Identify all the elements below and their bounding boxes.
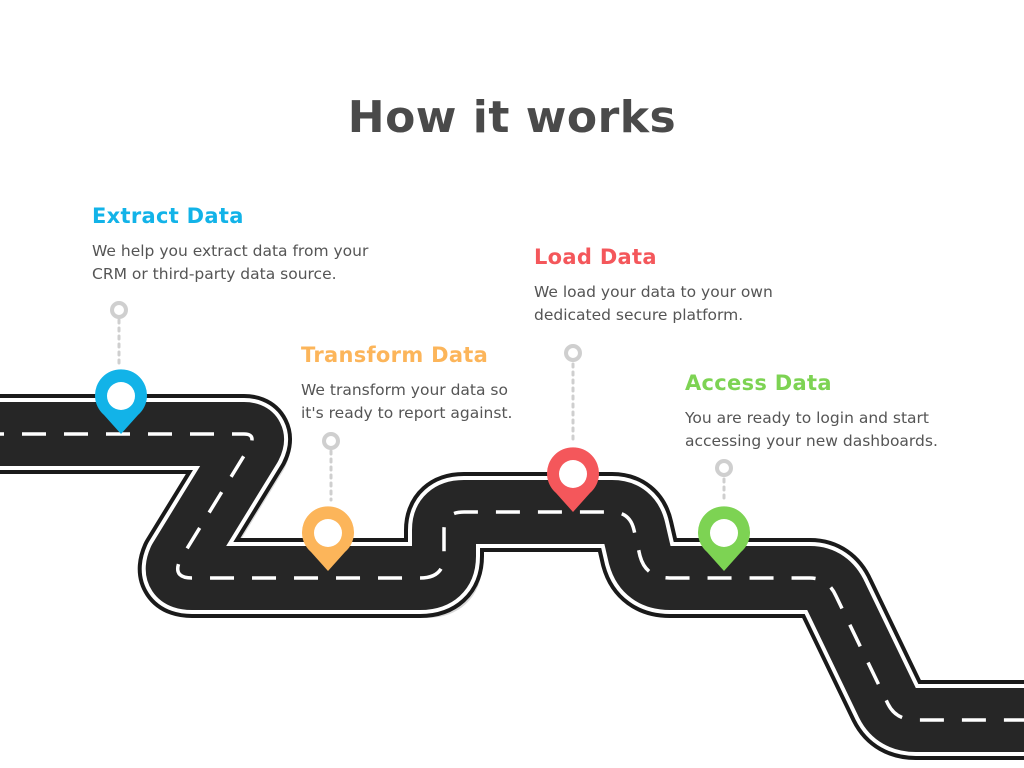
- step-connector-1: [110, 301, 128, 370]
- step-load-data: Load Data We load your data to your own …: [534, 245, 834, 327]
- page-title: How it works: [347, 92, 677, 143]
- step-access-data: Access Data You are ready to login and s…: [685, 371, 1005, 453]
- map-pin-icon: [698, 506, 750, 571]
- step-description: You are ready to login and start accessi…: [685, 409, 938, 450]
- step-title: Load Data: [534, 245, 657, 269]
- step-description: We help you extract data from your CRM o…: [92, 242, 369, 283]
- step-title: Extract Data: [92, 204, 244, 228]
- map-pin-icon: [547, 447, 599, 512]
- step-connector-2: [322, 432, 340, 502]
- step-transform-data: Transform Data We transform your data so…: [301, 343, 561, 425]
- step-connector-4: [715, 459, 733, 504]
- road-lane-markings: [0, 432, 1024, 722]
- map-pin-icon: [95, 369, 147, 434]
- step-description: We load your data to your own dedicated …: [534, 283, 773, 324]
- step-description: We transform your data so it's ready to …: [301, 381, 513, 422]
- step-connector-3: [564, 344, 582, 444]
- step-title: Transform Data: [301, 343, 489, 367]
- step-extract-data: Extract Data We help you extract data fr…: [92, 204, 452, 286]
- step-title: Access Data: [685, 371, 832, 395]
- map-pin-icon: [302, 506, 354, 571]
